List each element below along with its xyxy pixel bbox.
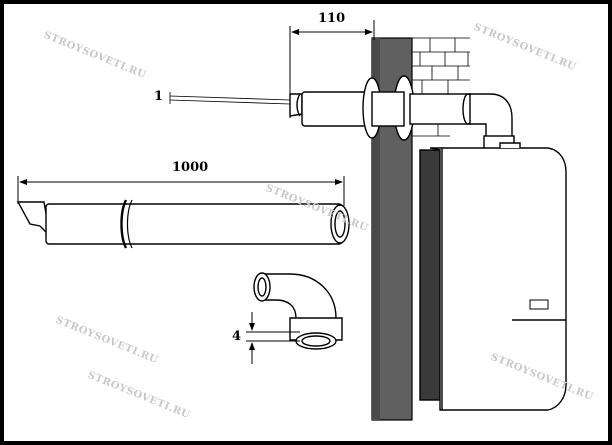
inner-pipe-segment	[409, 93, 471, 125]
dimension-110	[289, 20, 375, 118]
terminal-tip	[289, 93, 303, 117]
callout-label-1: 1	[154, 89, 164, 104]
pipe-through-wall	[371, 91, 405, 127]
boiler-wall-bracket	[419, 149, 443, 401]
dimension-label-110: 110	[318, 11, 346, 26]
boiler-badge	[529, 299, 549, 310]
pipe-coupling	[120, 199, 128, 249]
pipe-terminal	[16, 201, 52, 239]
wall-shadow	[372, 38, 380, 420]
leader-1	[169, 92, 291, 105]
boiler	[419, 142, 567, 411]
pipe-body	[45, 203, 343, 245]
dimension-label-1000: 1000	[172, 160, 209, 175]
boiler-body	[429, 147, 567, 411]
loose-elbow	[253, 272, 343, 350]
outer-pipe	[301, 91, 373, 127]
callout-label-4: 4	[232, 329, 242, 344]
wall-pipe-assembly	[289, 75, 515, 151]
dimension-1000	[17, 176, 345, 206]
top-elbow	[469, 93, 513, 141]
pipe-end-inner	[334, 210, 346, 238]
extension-pipe	[16, 199, 350, 249]
dimension-4	[246, 312, 300, 364]
